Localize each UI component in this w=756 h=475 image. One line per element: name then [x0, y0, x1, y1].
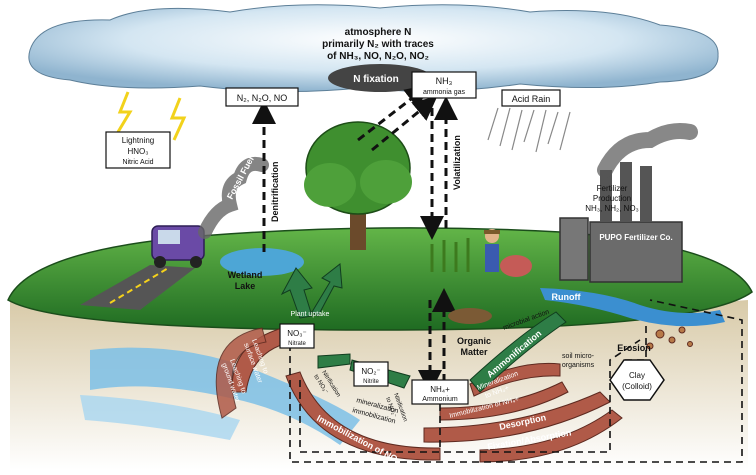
n2-box-label: N₂, N₂O, NO [237, 93, 288, 103]
denitrification-label: Denitrification [270, 161, 280, 222]
nitrate-subtitle: Nitrate [288, 341, 306, 347]
cloud [28, 4, 719, 93]
nitrate-box [279, 323, 315, 349]
organic-matter-line-1: Organic [457, 336, 491, 346]
nitrite-subtitle: Nitrite [363, 379, 379, 385]
ammonification-arrow [469, 311, 567, 393]
ammonium-formula: NH₄+ [430, 385, 450, 394]
plant-uptake-label: Plant uptake [291, 311, 330, 318]
acid-rain-label: Acid Rain [512, 94, 551, 104]
plant-uptake-arrow [280, 267, 313, 319]
fertilizer-line-3: NH₃, NH₂, NO₃ [585, 204, 639, 213]
nitrate-formula: NO₃⁻ [287, 329, 306, 338]
wetland-label-line-1: Wetland [228, 270, 263, 280]
soil-organisms-line-1: soil micro- [562, 353, 595, 360]
fixation-absorption-arrow [479, 409, 623, 463]
wetland-label-line-2: Lake [235, 281, 256, 291]
tree [304, 121, 412, 250]
nitrite-formula: NO₂⁻ [361, 367, 380, 376]
organic-matter-line-2: Matter [460, 347, 488, 357]
nh3-box [411, 71, 477, 99]
erosion-rocks [646, 326, 693, 350]
clay-colloid-hexagon [609, 359, 665, 401]
fertilizer-factory [559, 123, 698, 283]
atmosphere-line-3: of NH₃, NO, N₂O, NO₂ [327, 51, 429, 62]
exhaust-smoke [198, 156, 269, 239]
ammonium-subtitle: Ammonium [422, 396, 458, 403]
wetland-lake [220, 248, 304, 276]
n2-box [225, 87, 299, 107]
groundwater-stream-lower [80, 395, 240, 440]
acid-rain-streaks [487, 107, 571, 153]
nitrification-nitrate-arrow [317, 353, 351, 369]
nh3-subtitle: ammonia gas [423, 89, 466, 96]
flow-lines [252, 84, 458, 394]
cow [500, 255, 532, 277]
erosion-label: Erosion [617, 343, 651, 353]
leaching-ground-arrow [215, 327, 267, 419]
lightning-box [105, 131, 171, 169]
car [151, 225, 205, 268]
immobilization-nh4-arrow [439, 381, 569, 421]
fertilizer-company-sign: PUPO Fertilizer Co. [599, 233, 672, 242]
acid-rain-box [501, 89, 561, 107]
runoff-label: Runoff [552, 292, 582, 302]
runoff-water [540, 288, 725, 327]
crop-row [430, 238, 470, 272]
n-fixation-label: N fixation [353, 74, 399, 85]
lightning-subtitle: Nitric Acid [122, 159, 153, 166]
road-line [109, 266, 171, 304]
lightning-bolt-right [169, 97, 187, 141]
clay-line-1: Clay [629, 371, 645, 380]
atmosphere-line-2: primarily N₂ with traces [322, 39, 434, 50]
nh3-formula: NH₃ [436, 76, 453, 86]
soil-organisms-line-2: organisms [562, 362, 595, 369]
lightning-title: Lightning [122, 136, 154, 145]
fertilizer-line-1: Fertilizer [597, 184, 628, 193]
atmosphere-line-1: atmosphere N [345, 27, 412, 38]
ammonium-box [411, 379, 469, 405]
organic-matter-clump [448, 308, 492, 324]
farmer [484, 229, 500, 272]
nitrite-box [353, 361, 389, 387]
plant-uptake-arrow-right [311, 263, 343, 317]
clay-line-2: (Colloid) [622, 382, 652, 391]
lightning-bolt-left [116, 91, 133, 133]
lightning-formula: HNO₃ [127, 147, 148, 156]
volatilization-label: Volatilization [452, 135, 462, 190]
fertilizer-line-2: Production [593, 194, 631, 203]
